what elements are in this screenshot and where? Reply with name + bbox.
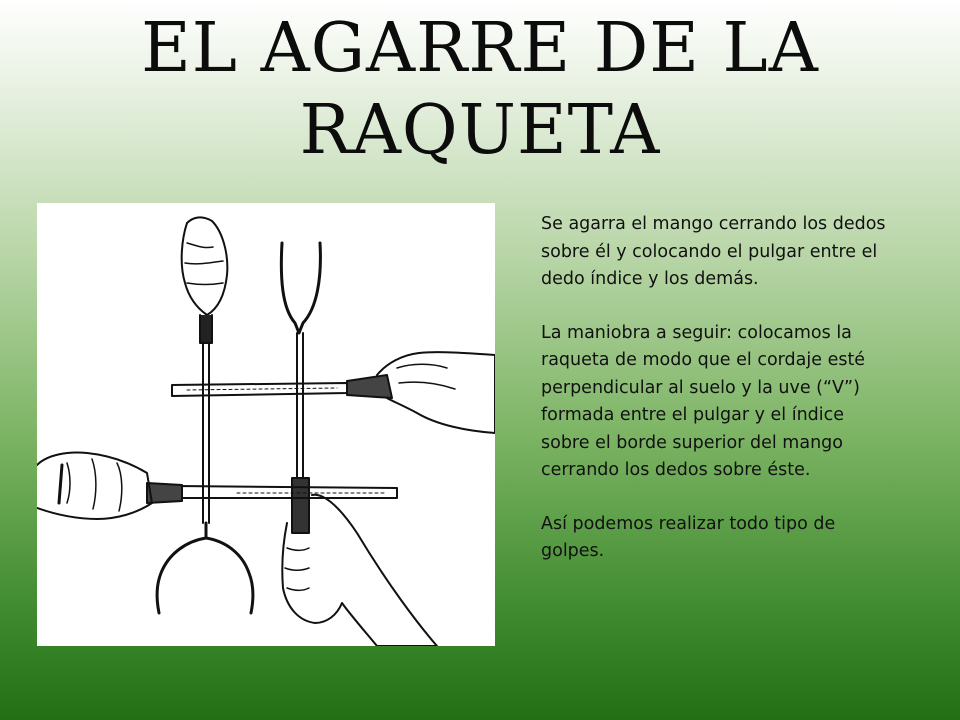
paragraph-conclusion: Así podemos realizar todo tipo de golpes…	[541, 513, 836, 562]
racket-grip-drawing	[37, 216, 495, 646]
hand-lower-right	[281, 493, 438, 646]
racket-horizontal-bottom	[146, 482, 398, 504]
hand-lower-left	[37, 451, 153, 520]
paragraph-maneuver: La maniobra a seguir: colocamos la raque…	[541, 322, 866, 481]
racket-grip-illustration	[37, 203, 495, 646]
slide-title: EL AGARRE DE LA RAQUETA	[0, 8, 960, 172]
racket-vertical-left	[155, 216, 255, 615]
racket-vertical-right	[279, 241, 322, 534]
hand-upper-right	[376, 351, 495, 434]
slide-title-line-2: RAQUETA	[299, 91, 661, 170]
racket-horizontal-top	[171, 374, 393, 399]
slide-title-line-1: EL AGARRE DE LA	[141, 9, 819, 88]
description-text: Se agarra el mango cerrando los dedos so…	[541, 211, 886, 592]
paragraph-grip: Se agarra el mango cerrando los dedos so…	[541, 214, 886, 289]
